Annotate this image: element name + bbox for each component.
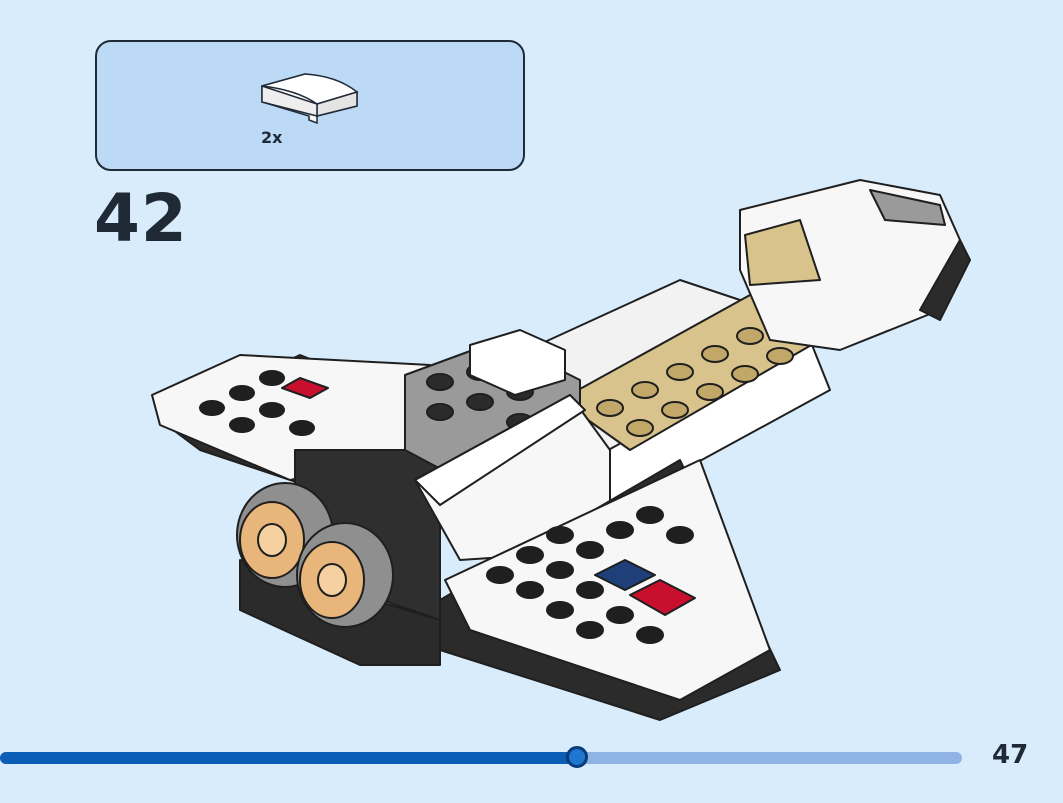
page-number: 47 <box>992 740 1029 770</box>
progress-knob <box>566 746 589 768</box>
space-shuttle-model-icon <box>151 179 971 721</box>
part-quantity: 2x <box>261 128 283 147</box>
progress-bar <box>0 746 962 768</box>
parts-callout: 2x <box>95 40 525 171</box>
progress-fill <box>0 752 578 764</box>
white-curved-slope-brick-icon <box>261 73 359 125</box>
step-number: 42 <box>94 180 188 257</box>
